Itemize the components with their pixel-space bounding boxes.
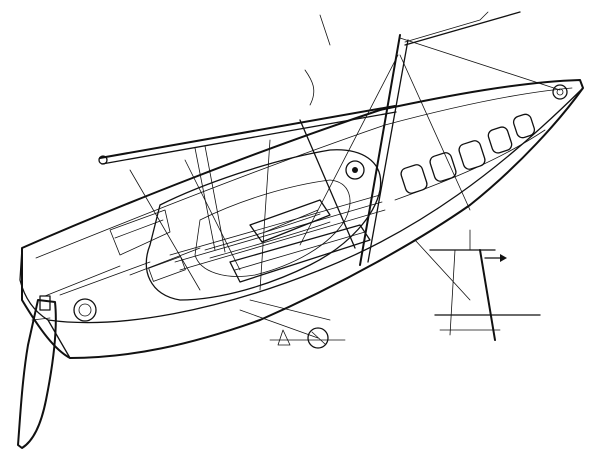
side-deck-hatch xyxy=(109,209,171,256)
sheet-lead-3 xyxy=(249,299,331,321)
shroud-starboard xyxy=(399,54,471,211)
transom xyxy=(19,247,71,359)
hull-chine xyxy=(47,87,584,324)
mast-back xyxy=(367,39,409,263)
thwart-edge xyxy=(234,231,366,271)
aft-inspection-port-inner xyxy=(78,303,92,317)
callout-spar xyxy=(479,249,496,341)
window-2 xyxy=(429,152,457,182)
mainsheet-2 xyxy=(204,145,226,253)
upper-spar xyxy=(404,11,521,46)
aft-inspection-port xyxy=(73,298,97,322)
bow-fitting xyxy=(552,84,568,100)
gooseneck-pin xyxy=(352,167,358,173)
deck-inner-edge xyxy=(35,87,573,259)
mainsheet-1 xyxy=(194,147,216,251)
rig xyxy=(98,11,561,266)
bottom-callout-cross xyxy=(311,331,326,345)
bottom-callout-triangle xyxy=(277,329,291,346)
bottom-callout-leader xyxy=(239,309,319,339)
bow-fitting-center xyxy=(556,88,564,96)
rudder-blade xyxy=(17,299,57,449)
forestay xyxy=(399,37,561,91)
hull-sheer-line xyxy=(21,79,584,359)
rudder xyxy=(17,265,121,449)
aft-deck-seam xyxy=(59,261,151,296)
aft-deck xyxy=(59,247,201,322)
detail-callout-right xyxy=(414,229,541,341)
burgee-line xyxy=(319,14,331,46)
callout-rod xyxy=(449,249,456,336)
boom-end xyxy=(98,155,108,165)
hull xyxy=(19,79,584,359)
rudder-head xyxy=(39,295,51,311)
boom xyxy=(99,105,396,159)
gooseneck xyxy=(345,160,365,180)
control-lines xyxy=(129,14,386,321)
boom-lower xyxy=(101,111,397,165)
detail-callout-bottom xyxy=(239,309,346,349)
foredeck-windows xyxy=(394,113,546,201)
halyard xyxy=(404,11,489,43)
sheet-lead-4 xyxy=(129,169,201,291)
callout-arrow-head xyxy=(500,254,507,262)
window-5 xyxy=(512,113,536,139)
window-1 xyxy=(400,164,428,194)
side-deck-hatch-line xyxy=(114,219,164,239)
tiller xyxy=(44,265,121,297)
aft-deck-seam-2 xyxy=(129,247,201,276)
cockpit-floor xyxy=(194,179,351,277)
sheet-lead-1 xyxy=(184,159,241,271)
centreboard-case xyxy=(249,199,331,243)
toe-strap-1 xyxy=(204,213,321,251)
callout-leader-line xyxy=(414,239,471,301)
thwart xyxy=(229,224,371,283)
traveller-block xyxy=(148,256,186,282)
window-strip-line xyxy=(394,129,546,201)
bottom-callout-fitting xyxy=(307,327,329,349)
control-line-2 xyxy=(174,201,383,263)
toe-strap-2 xyxy=(209,221,331,259)
kicking-strap xyxy=(299,119,356,249)
mast xyxy=(359,34,401,266)
cockpit xyxy=(109,149,382,301)
window-3 xyxy=(458,140,486,170)
control-line-3 xyxy=(179,209,386,271)
rudder-stock xyxy=(31,317,51,321)
window-4 xyxy=(487,126,513,154)
telltale-curve xyxy=(304,69,315,106)
sheet-lead-2 xyxy=(259,139,271,291)
centreboard-slot xyxy=(264,209,319,233)
control-line-1 xyxy=(169,194,381,256)
